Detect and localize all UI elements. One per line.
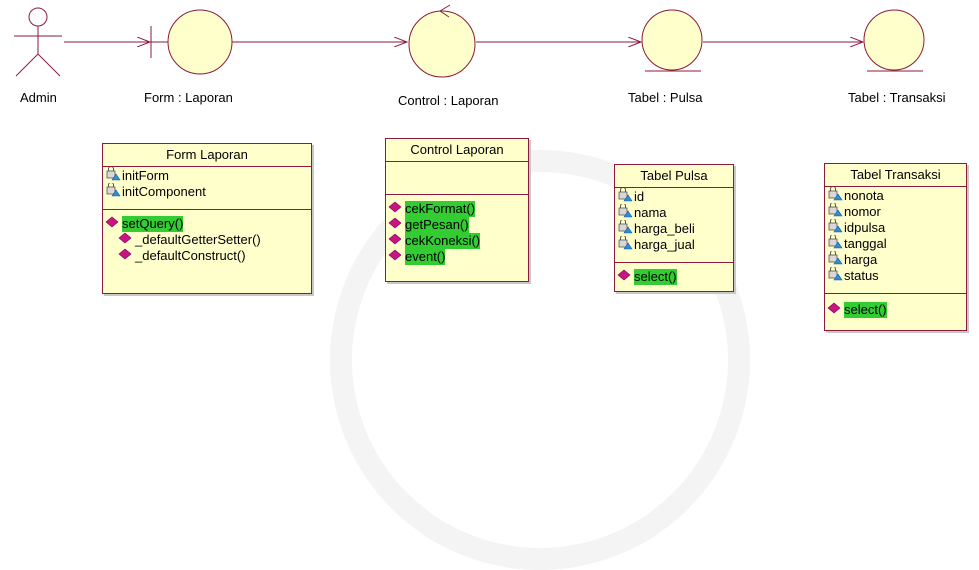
entity-tabel-pulsa-icon[interactable] [641,9,703,72]
attribute-name: initForm [122,168,169,183]
operation-row[interactable]: _defaultGetterSetter() [104,232,309,248]
label-entity-pulsa: Tabel : Pulsa [628,90,703,105]
attribute-lock-icon [616,219,633,238]
class-title: Form Laporan [103,144,311,167]
attribute-row[interactable]: idpulsa [826,218,964,237]
class-title: Tabel Pulsa [615,165,733,188]
operations-section: select() [825,294,966,321]
label-entity-transaksi: Tabel : Transaksi [848,90,946,105]
attribute-row[interactable]: initComponent [104,182,309,201]
label-boundary: Form : Laporan [144,90,233,105]
attributes-section [386,162,528,195]
attribute-row[interactable]: harga_jual [616,235,731,254]
attribute-lock-icon [826,250,843,269]
operation-row[interactable]: event() [387,249,526,265]
label-actor: Admin [20,90,57,105]
attribute-name: status [844,268,879,283]
operation-row[interactable]: cekFormat() [387,201,526,217]
attribute-lock-icon [104,182,121,201]
attribute-row[interactable]: nama [616,203,731,222]
control-laporan-icon[interactable] [408,4,476,78]
operation-icon [104,215,121,233]
attribute-name: harga [844,252,878,267]
attribute-lock-icon [616,203,633,222]
operation-icon [117,247,134,265]
robustness-diagram [14,4,925,78]
label-control: Control : Laporan [398,93,499,108]
attribute-row[interactable]: nonota [826,186,964,205]
attribute-lock-icon [616,187,633,206]
attribute-row[interactable]: tanggal [826,234,964,253]
class-title: Control Laporan [386,139,528,162]
attribute-name: initComponent [122,184,206,199]
attribute-row[interactable]: harga_beli [616,219,731,238]
operation-row[interactable]: select() [826,302,964,318]
operation-icon [117,231,134,249]
attribute-name: id [634,189,645,204]
operation-name: select() [844,302,887,318]
boundary-form-laporan-icon[interactable] [150,9,233,75]
class-title: Tabel Transaksi [825,164,966,187]
attribute-name: harga_beli [634,221,695,236]
attribute-lock-icon [104,166,121,185]
attribute-name: nonota [844,188,884,203]
operation-name: event() [405,249,446,265]
attribute-row[interactable]: harga [826,250,964,269]
operations-section: select() [615,263,733,288]
class-control-laporan[interactable]: Control Laporan cekFormat()getPesan()cekK… [385,138,529,282]
operation-name: _defaultGetterSetter() [135,232,261,247]
attribute-lock-icon [826,266,843,285]
attribute-name: nomor [844,204,881,219]
entity-tabel-transaksi-icon[interactable] [863,9,925,72]
operation-icon [387,200,404,218]
attribute-lock-icon [826,234,843,253]
operation-icon [387,216,404,234]
operation-row[interactable]: _defaultConstruct() [104,248,309,264]
operation-name: _defaultConstruct() [135,248,246,263]
attribute-row[interactable]: id [616,187,731,206]
attribute-row[interactable]: nomor [826,202,964,221]
attribute-row[interactable]: initForm [104,166,309,185]
operations-section: setQuery()_defaultGetterSetter()_default… [103,210,311,267]
attribute-lock-icon [826,186,843,205]
attribute-lock-icon [616,235,633,254]
attribute-name: tanggal [844,236,887,251]
attribute-name: harga_jual [634,237,695,252]
operation-row[interactable]: select() [616,269,731,285]
operation-name: setQuery() [122,216,184,232]
operation-icon [387,232,404,250]
attribute-name: idpulsa [844,220,886,235]
operation-row[interactable]: cekKoneksi() [387,233,526,249]
attribute-name: nama [634,205,667,220]
operation-row[interactable]: getPesan() [387,217,526,233]
operation-icon [387,248,404,266]
operation-icon [826,301,843,319]
operation-row[interactable]: setQuery() [104,216,309,232]
attribute-lock-icon [826,218,843,237]
operations-section: cekFormat()getPesan()cekKoneksi()event() [386,195,528,268]
attribute-row[interactable]: status [826,266,964,285]
operation-icon [616,268,633,286]
operation-name: cekKoneksi() [405,233,481,249]
operation-name: select() [634,269,677,285]
attribute-lock-icon [826,202,843,221]
operation-name: cekFormat() [405,201,476,217]
operation-name: getPesan() [405,217,469,233]
actor-admin-icon[interactable] [14,7,62,77]
